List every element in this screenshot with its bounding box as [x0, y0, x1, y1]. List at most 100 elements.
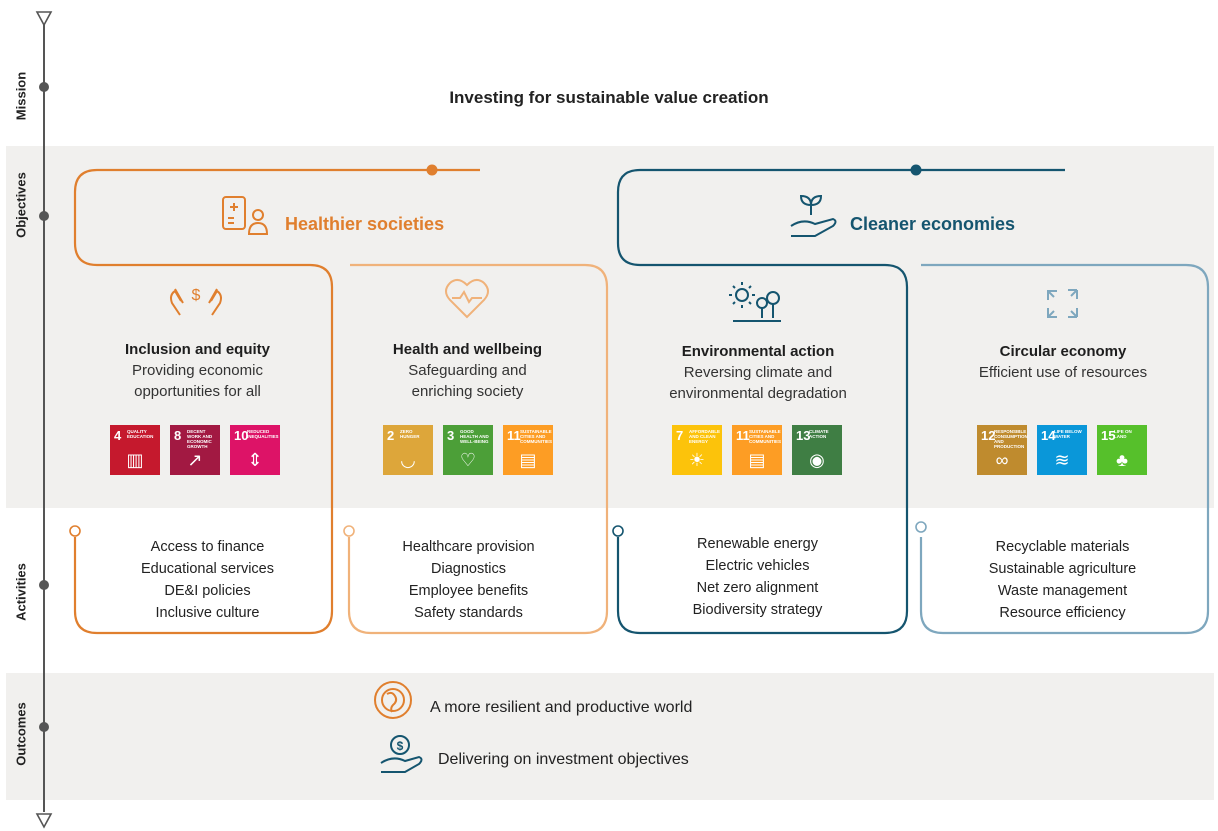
sdg-number: 13 — [796, 428, 811, 443]
sdg-tile-11: 11Sustainable cities and communities▤ — [503, 425, 553, 475]
sdg-tile-8: 8 Decent work and economic growth↗ — [170, 425, 220, 475]
tree-icon: ♣ — [1116, 450, 1128, 470]
sdg-number: 12 — [981, 428, 996, 443]
activity-item: DE&I policies — [164, 583, 251, 599]
circular-start-ring — [915, 521, 927, 533]
sdg-tile-12: 12Responsible consumption and production… — [977, 425, 1028, 475]
sdg-row-environmental: 7 Affordable and clean energy ☀ 11Sustainab… — [672, 425, 842, 475]
sdg-title: Decent work and economic growth — [187, 429, 213, 449]
pillar-description-line: environmental degradation — [669, 385, 847, 402]
objective-healthier-title: Healthier societies — [285, 214, 445, 234]
activity-item: Healthcare provision — [402, 539, 535, 555]
activity-item: Recyclable materials — [995, 539, 1130, 555]
activity-item: Waste management — [997, 583, 1128, 599]
pillar-environmental: Environmental action Reversing climate a… — [643, 342, 873, 404]
sdg-row-circular: 12Responsible consumption and production… — [977, 425, 1147, 475]
sdg-title: Sustainable cities and communities — [749, 429, 781, 444]
pillar-name: Inclusion and equity — [124, 341, 270, 358]
sdg-title: Life below water — [1054, 429, 1082, 439]
sdg-number: 4 — [114, 428, 122, 443]
heartbeat-icon: ♡ — [459, 450, 477, 470]
sdg-number: 7 — [676, 428, 684, 443]
fish-icon: ≋ — [1054, 450, 1070, 470]
stage-label-objectives: Objectives — [13, 172, 29, 238]
healthier-outline — [73, 168, 480, 635]
sdg-title: Zero hunger — [400, 429, 420, 439]
sdg-number: 2 — [387, 428, 395, 443]
city-icon: ▤ — [519, 450, 537, 470]
outcome-investment-objectives: Delivering on investment objectives — [438, 751, 689, 768]
pillar-description-line: Providing economic — [132, 362, 263, 379]
cleaner-outline — [616, 168, 1065, 635]
bowl-icon: ◡ — [400, 450, 416, 470]
activity-item: Sustainable agriculture — [988, 561, 1137, 577]
growth-chart-icon: ↗ — [187, 450, 203, 470]
pillar-description-line: opportunities for all — [134, 383, 261, 400]
eye-globe-icon: ◉ — [809, 450, 825, 470]
sdg-tile-13: 13Climate action ◉ — [792, 425, 842, 475]
sdg-title: Responsible consumption and production — [994, 429, 1028, 449]
sdg-tile-10: 10Reduced inequalities ⇕ — [230, 425, 280, 475]
pillar-name: Environmental action — [681, 343, 835, 360]
arrows-equal-icon: ⇕ — [247, 450, 263, 470]
axis-dot-objectives — [39, 211, 49, 221]
pillar-name: Health and wellbeing — [392, 341, 543, 358]
cleaner-dot — [910, 164, 922, 176]
activities-circular: Recyclable materials Sustainable agricul… — [950, 536, 1175, 624]
objective-cleaner-title: Cleaner economies — [850, 214, 1016, 234]
stage-label-outcomes: Outcomes — [13, 702, 29, 766]
circular-outline — [919, 263, 1210, 635]
sun-icon: ☀ — [688, 450, 706, 470]
sdg-tile-11: 11Sustainable cities and communities▤ — [732, 425, 782, 475]
pillar-description-line: enriching society — [411, 383, 524, 400]
sdg-row-inclusion: 4Quality Education▥8Decent work and econ… — [110, 425, 280, 475]
outcome-resilient-world: A more resilient and productive world — [430, 699, 693, 716]
activity-item: Access to finance — [150, 539, 265, 555]
axis-dot-mission — [39, 82, 49, 92]
infinity-icon: ∞ — [995, 450, 1009, 470]
healthier-dot — [426, 164, 438, 176]
pillar-name: Circular economy — [999, 343, 1127, 360]
pillar-inclusion: Inclusion and equity Providing economic … — [90, 340, 305, 402]
activity-item: Educational services — [141, 561, 274, 577]
pillar-description-line: Efficient use of resources — [978, 364, 1148, 381]
stage-label-activities: Activities — [13, 563, 29, 621]
axis-end-arrow — [35, 813, 53, 829]
axis-dot-activities — [39, 580, 49, 590]
sdg-tile-3: 3Good health and well-being♡ — [443, 425, 493, 475]
sdg-title: Affordable and clean energy — [689, 429, 720, 444]
activities-health: Healthcare provision Diagnostics Employe… — [356, 536, 581, 624]
sdg-tile-15: 15Life on land ♣ — [1097, 425, 1147, 475]
activity-item: Renewable energy — [697, 536, 818, 552]
sdg-title: Climate action — [809, 429, 829, 439]
activities-inclusion: Access to finance Educational services D… — [95, 536, 320, 624]
activity-item: Inclusive culture — [155, 605, 260, 621]
sdg-number: 10 — [234, 428, 249, 443]
activity-item: Safety standards — [414, 605, 523, 621]
sdg-title: Quality Education — [127, 429, 154, 439]
activity-item: Resource efficiency — [999, 605, 1126, 621]
sdg-row-health: 2 Zero hunger ◡ 3Good health and well-being… — [383, 425, 553, 475]
pillar-circular: Circular economy Efficient use of resour… — [948, 342, 1178, 383]
axis-dot-outcomes — [39, 722, 49, 732]
sdg-tile-14: 14Life below water ≋ — [1037, 425, 1087, 475]
activity-item: Employee benefits — [408, 583, 529, 599]
inclusion-start-ring — [69, 525, 81, 537]
sdg-tile-4: 4Quality Education▥ — [110, 425, 160, 475]
axis-start-arrow — [35, 11, 53, 27]
sdg-number: 8 — [174, 428, 182, 443]
sdg-number: 11 — [736, 428, 750, 443]
sdg-number: 15 — [1101, 428, 1116, 443]
sdg-title: Reduced inequalities — [247, 429, 279, 439]
pillar-description-line: Reversing climate and — [683, 364, 833, 381]
health-start-ring — [343, 525, 355, 537]
pillar-description-line: Safeguarding and — [408, 362, 527, 379]
sdg-number: 3 — [447, 428, 455, 443]
sdg-tile-2: 2 Zero hunger ◡ — [383, 425, 433, 475]
activities-environmental: Renewable energy Electric vehicles Net z… — [645, 533, 870, 621]
outcomes-band — [6, 673, 1214, 800]
sdg-number: 14 — [1041, 428, 1056, 443]
sdg-number: 11 — [507, 428, 521, 443]
sdg-title: Life on land — [1114, 429, 1132, 439]
health-outline — [347, 263, 609, 635]
